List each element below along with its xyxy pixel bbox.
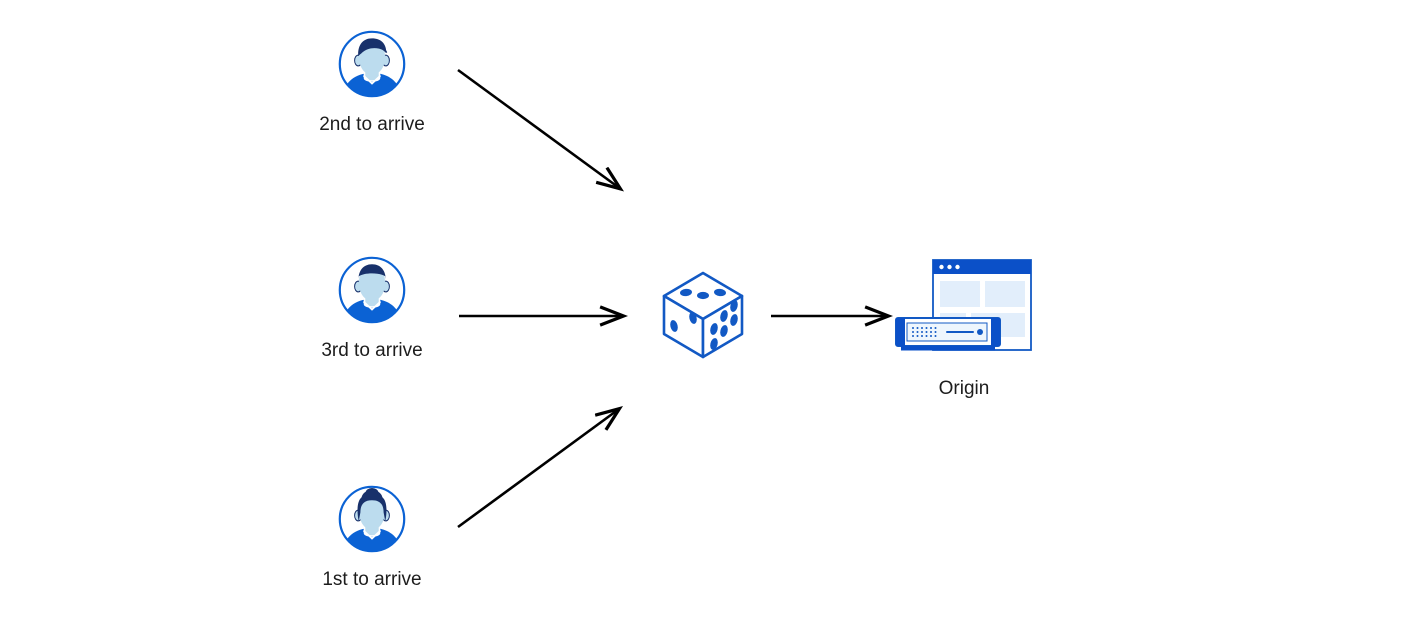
user-avatar-flat-hair-icon xyxy=(337,255,407,330)
server-led xyxy=(977,329,983,335)
dice-left-pips xyxy=(670,312,697,332)
client-top-label: 2nd to arrive xyxy=(319,114,425,135)
dice-right-pips xyxy=(710,300,738,350)
browser-dots xyxy=(939,264,960,270)
dice-top-pips xyxy=(680,288,726,300)
arrow-client-bottom-to-dice xyxy=(457,409,619,529)
user-avatar-long-hair-icon xyxy=(337,484,407,559)
dice-icon xyxy=(660,270,746,365)
server-device xyxy=(895,317,1001,351)
client-bottom-label: 1st to arrive xyxy=(322,569,422,590)
server-vent-dots xyxy=(912,327,937,337)
origin-label: Origin xyxy=(938,378,990,399)
user-avatar-short-hair-icon xyxy=(337,29,407,104)
client-middle-label: 3rd to arrive xyxy=(321,340,423,361)
origin-server-browser-icon xyxy=(893,258,1035,363)
